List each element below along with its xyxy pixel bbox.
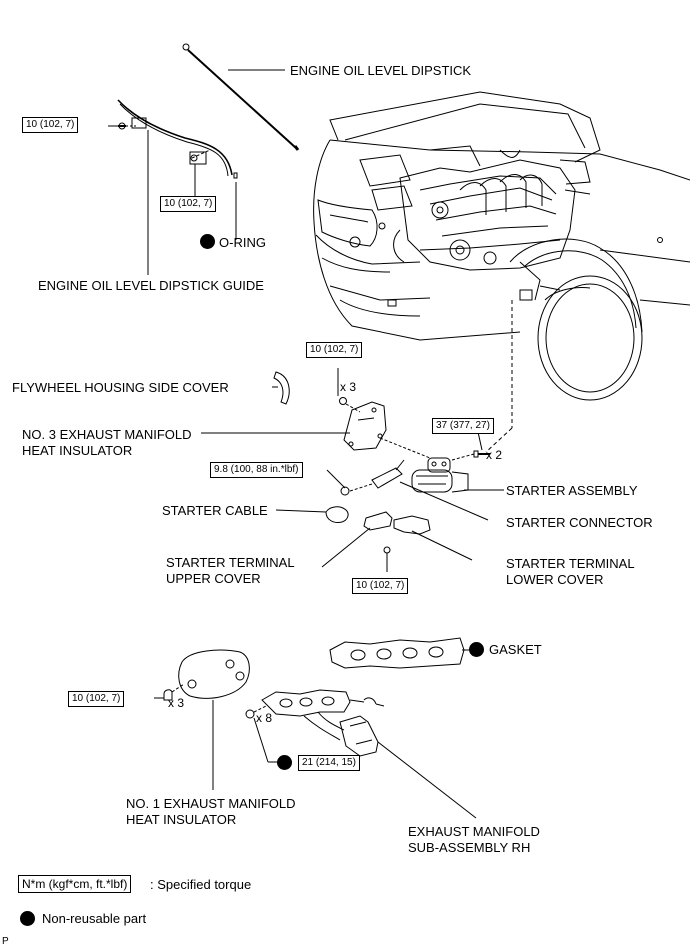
label-manifold-line1: EXHAUST MANIFOLD [408, 824, 540, 839]
no1-heat-insulator-bolts [163, 683, 185, 701]
torque-starter-cable-nut: 9.8 (100, 88 in.*lbf) [210, 462, 303, 478]
legend-nonreusable-text: Non-reusable part [42, 911, 147, 926]
torque-terminal-cover-nut: 10 (102, 7) [352, 578, 409, 594]
qty-manifold-nuts: x 8 [256, 711, 273, 725]
label-dipstick: ENGINE OIL LEVEL DIPSTICK [290, 63, 472, 78]
torque-no1-insulator-bolts: 10 (102, 7) [68, 691, 125, 707]
flywheel-housing-side-cover [273, 371, 290, 405]
label-upper-cover-line2: UPPER COVER [166, 571, 261, 586]
torque-dipstick-guide-bolt: 10 (102, 7) [22, 117, 79, 133]
label-gasket: GASKET [489, 642, 542, 657]
legend-nonreusable-dot [20, 911, 35, 926]
torque-dipstick-guide-bracket: 10 (102, 7) [160, 196, 217, 212]
label-starter-assembly: STARTER ASSEMBLY [506, 483, 638, 498]
torque-manifold-nuts: 21 (214, 15) [298, 755, 360, 771]
nonreusable-manifold-nut-marker [277, 755, 292, 770]
no3-exhaust-manifold-heat-insulator [343, 401, 387, 451]
exhaust-manifold-nuts [245, 705, 267, 719]
starter-assembly [411, 457, 469, 493]
label-dipstick-guide: ENGINE OIL LEVEL DIPSTICK GUIDE [38, 278, 264, 293]
nonreusable-gasket-marker [469, 642, 484, 657]
dipstick-guide-bolts [118, 122, 211, 159]
corner-mark: P [2, 936, 9, 947]
torque-no3-insulator-bolts: 10 (102, 7) [306, 342, 363, 358]
label-upper-cover-line1: STARTER TERMINAL [166, 555, 295, 570]
nonreusable-o-ring-marker [200, 234, 215, 249]
starter-cable-nut [340, 483, 373, 496]
legend-torque-text: : Specified torque [150, 877, 252, 892]
engine-oil-level-dipstick-guide [117, 99, 238, 179]
starter-connector [371, 459, 405, 489]
starter-terminal-upper-cover [363, 511, 393, 531]
exhaust-manifold-sub-assembly [261, 689, 385, 757]
qty-no3-insulator-bolts: x 3 [340, 380, 357, 394]
legend-torque-box: N*m (kgf*cm, ft.*lbf) [18, 875, 132, 893]
label-no1-insulator-line1: NO. 1 EXHAUST MANIFOLD [126, 796, 296, 811]
qty-no1-insulator-bolts: x 3 [168, 696, 185, 710]
vehicle-engine-bay-illustration [313, 91, 690, 401]
label-no3-insulator-line2: HEAT INSULATOR [22, 443, 133, 458]
starter-cable [325, 506, 349, 523]
gasket [329, 637, 465, 669]
no1-exhaust-manifold-heat-insulator [178, 649, 250, 699]
torque-starter-bolts: 37 (377, 27) [432, 418, 494, 434]
starter-assembly-bolts [451, 450, 490, 461]
qty-starter-bolts: x 2 [486, 448, 503, 462]
engine-oil-level-dipstick [182, 43, 300, 151]
label-starter-connector: STARTER CONNECTOR [506, 515, 653, 530]
label-no3-insulator-line1: NO. 3 EXHAUST MANIFOLD [22, 427, 192, 442]
label-o-ring: O-RING [219, 235, 266, 250]
starter-terminal-lower-cover [393, 515, 431, 535]
label-lower-cover-line2: LOWER COVER [506, 572, 604, 587]
label-lower-cover-line1: STARTER TERMINAL [506, 556, 635, 571]
label-flywheel-cover: FLYWHEEL HOUSING SIDE COVER [12, 380, 229, 395]
label-manifold-line2: SUB-ASSEMBLY RH [408, 840, 531, 855]
label-starter-cable: STARTER CABLE [162, 503, 268, 518]
label-no1-insulator-line2: HEAT INSULATOR [126, 812, 237, 827]
